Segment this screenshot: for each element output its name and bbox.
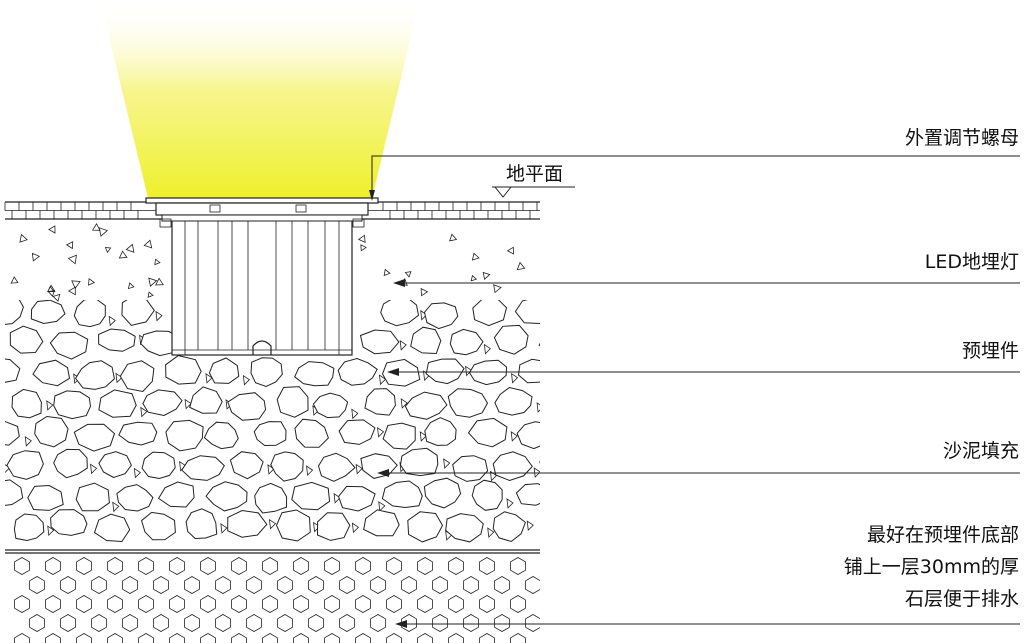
- embedded-part-label: 预埋件: [962, 340, 1019, 362]
- led-inground-light: [145, 197, 379, 350]
- ground-level-label: 地平面: [506, 163, 563, 185]
- leader-drain-note: 最好在预埋件底部 铺上一层30mm的厚 石层便于排水: [395, 524, 1020, 628]
- leader-sand-fill: 沙泥填充: [377, 440, 1020, 477]
- leader-led-light: LED地埋灯: [393, 251, 1020, 287]
- ground-level-marker: 地平面: [492, 163, 575, 198]
- leader-embedded-part: 预埋件: [387, 340, 1020, 376]
- leader-adjust-nut: 外置调节螺母: [369, 127, 1020, 201]
- embedded-sleeve: [171, 218, 353, 356]
- drain-note-line2: 铺上一层30mm的厚: [844, 556, 1019, 578]
- led-light-label: LED地埋灯: [925, 251, 1019, 273]
- adjust-nut-label: 外置调节螺母: [905, 127, 1019, 149]
- gravel-layer: [5, 300, 540, 543]
- drain-note-line3: 石层便于排水: [905, 588, 1019, 610]
- drainage-stone-layer: [14, 557, 540, 643]
- drain-note-line1: 最好在预埋件底部: [867, 524, 1019, 546]
- light-beam: [100, 0, 420, 198]
- sand-fill-label: 沙泥填充: [943, 440, 1019, 462]
- soil-layer: [10, 222, 526, 302]
